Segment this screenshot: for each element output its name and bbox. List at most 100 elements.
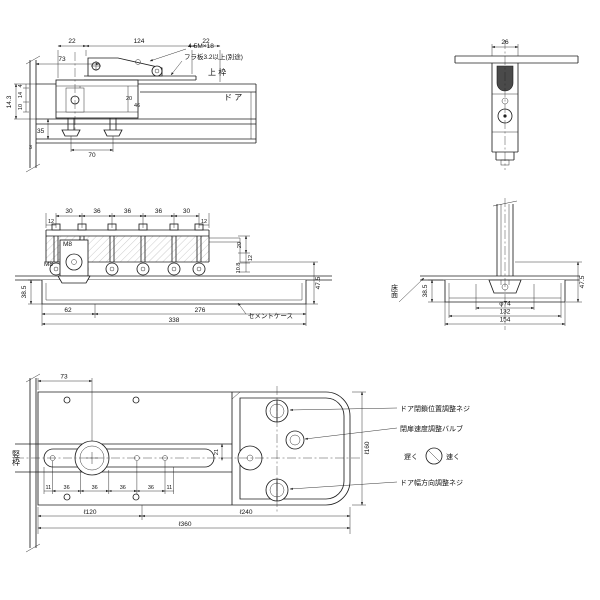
dim-11-b: 11 — [166, 485, 172, 491]
screw-note: 4-5M×18 — [149, 43, 214, 62]
dim-l360-label: ℓ360 — [179, 521, 192, 528]
dim-73-top: 73 — [35, 56, 100, 66]
dim-36-b: 36 — [124, 208, 132, 215]
dim-3-label: 3 — [29, 145, 32, 151]
label-top-frame: 上 枠 — [208, 67, 226, 77]
dim-l240-label: ℓ240 — [240, 509, 253, 516]
dim-11-a: 11 — [45, 485, 51, 491]
dim-22-left: 22 — [68, 38, 76, 45]
dim-47-5-right: 47.5 — [515, 261, 586, 303]
dim-14-3-label: 14.3 — [6, 95, 13, 108]
dim-l160-label: ℓ160 — [364, 441, 371, 454]
dim-38-5-label: 38.5 — [422, 284, 429, 297]
dim-154-label: 154 — [500, 317, 511, 324]
floor-surface-callout: 床面 — [391, 277, 425, 303]
dim-20-label: 20 — [126, 96, 132, 102]
dim-4-label: 4 — [18, 84, 24, 87]
dim-36-c: 36 — [155, 208, 163, 215]
dim-38-5-left: 38.5 — [422, 279, 445, 303]
dim-21: 21 — [214, 443, 224, 461]
left-dimensions: 14.3 4 14 10 35 3 — [6, 83, 50, 151]
label-door: ド ア — [224, 93, 242, 102]
view-mid-pivot: φ74 132 154 47.5 38.5 — [420, 198, 586, 330]
closer-arm-assembly — [87, 57, 163, 77]
dim-47-5-right: 47.5 — [240, 261, 322, 305]
view-plan: 73 21 11 36 36 36 36 11 — [12, 373, 470, 553]
dim-36-b: 36 — [92, 485, 98, 491]
dim-73-label: 73 — [58, 56, 66, 63]
dim-70-feet: 70 — [70, 136, 114, 159]
label-jamb: 竪枠 — [12, 450, 21, 467]
hole-dimension-chain: 11 36 36 36 36 11 — [43, 461, 174, 494]
callout-door-width: ドア幅方向調整ネジ — [289, 478, 463, 490]
callout-speed-valve: 閉扉速度調整バルブ — [304, 424, 463, 440]
dim-30-a: 30 — [65, 208, 73, 215]
dim-phi74-label: φ74 — [499, 301, 511, 308]
dim-36-a: 36 — [93, 208, 101, 215]
jamb-lines — [25, 373, 41, 553]
view-top-section: 22 124 22 73 4-5M×18 フラ板3.2以上(別途) 14.3 4… — [6, 38, 257, 173]
right-depth-dimensions: 20 12 10.8 — [236, 235, 254, 274]
jamb-lines — [25, 55, 41, 173]
bottom-dimension-rows: ℓ120 ℓ240 ℓ360 — [37, 505, 351, 534]
dim-35-label: 35 — [37, 128, 45, 135]
arm-screw-small — [135, 59, 141, 65]
dim-62-label: 62 — [64, 307, 72, 314]
foot-plate-left — [61, 129, 81, 137]
mounting-holes — [63, 396, 140, 501]
dim-12-label: 12 — [248, 255, 254, 261]
screw-note-label: 4-5M×18 — [188, 43, 214, 50]
label-slow: 遅く — [404, 453, 418, 461]
speed-valve — [285, 430, 305, 450]
dim-46-label: 46 — [134, 103, 140, 109]
top-dimension-chain: 22 124 22 — [57, 38, 221, 82]
plate-note: フラ板3.2以上(別途) — [170, 52, 243, 76]
cement-case-outline — [41, 280, 307, 305]
dim-124: 124 — [134, 38, 145, 45]
dim-70-label: 70 — [88, 152, 96, 159]
callout-close-position: ドア閉鎖位置調整ネジ — [289, 404, 470, 413]
dim-12-left: 12 — [48, 219, 54, 225]
pivot-body — [491, 40, 519, 170]
dim-10-label: 10 — [18, 104, 24, 110]
view-mid-section: 30 36 36 36 30 12 12 M8 M8 20 12 10.8 — [15, 208, 425, 326]
spindle-block — [57, 239, 91, 284]
dim-12-right: 12 — [201, 219, 207, 225]
head-plate-lines — [454, 55, 579, 64]
closer-body-section — [55, 52, 139, 136]
speed-adjust-detail: 遅く 速く — [404, 447, 460, 465]
label-m8-b: M8 — [44, 261, 53, 268]
label-floor-surface: 床面 — [391, 283, 399, 299]
dim-30-b: 30 — [183, 208, 191, 215]
dim-20-label: 20 — [237, 242, 243, 248]
bottom-dimensions: 62 276 338 セメントケース — [41, 302, 307, 326]
dim-10-8-label: 10.8 — [236, 263, 242, 274]
dim-38-5-label: 38.5 — [21, 285, 28, 298]
label-cement-case: セメントケース — [248, 312, 293, 320]
dim-338-label: 338 — [169, 317, 180, 324]
plate-note-label: フラ板3.2以上(別途) — [184, 52, 243, 61]
dim-21-label: 21 — [214, 449, 220, 455]
spindle-lines — [492, 200, 518, 276]
dim-47-5-label: 47.5 — [315, 276, 322, 289]
dim-36-c: 36 — [120, 485, 126, 491]
arm-roller — [151, 65, 163, 77]
callout-close-position-label: ドア閉鎖位置調整ネジ — [400, 404, 470, 413]
dim-14-label: 14 — [18, 92, 24, 98]
leveling-feet — [61, 118, 123, 137]
dim-36-d: 36 — [148, 485, 154, 491]
callout-speed-valve-label: 閉扉速度調整バルブ — [400, 424, 463, 433]
mid-top-dimension-chain: 30 36 36 36 30 12 12 — [45, 208, 210, 228]
inner-dimensions: 20 46 — [126, 96, 140, 109]
dim-73-label: 73 — [60, 374, 68, 381]
cover-plate-outline — [239, 397, 345, 500]
callout-door-width-label: ドア幅方向調整ネジ — [400, 478, 463, 487]
floor-lines — [420, 275, 580, 281]
view-top-pivot: 26 — [454, 39, 579, 170]
dim-132-label: 132 — [500, 309, 511, 316]
bottom-dimensions: φ74 132 154 — [444, 284, 566, 326]
dim-38-5-left: 38.5 — [21, 279, 42, 305]
dim-276-label: 276 — [195, 307, 206, 314]
